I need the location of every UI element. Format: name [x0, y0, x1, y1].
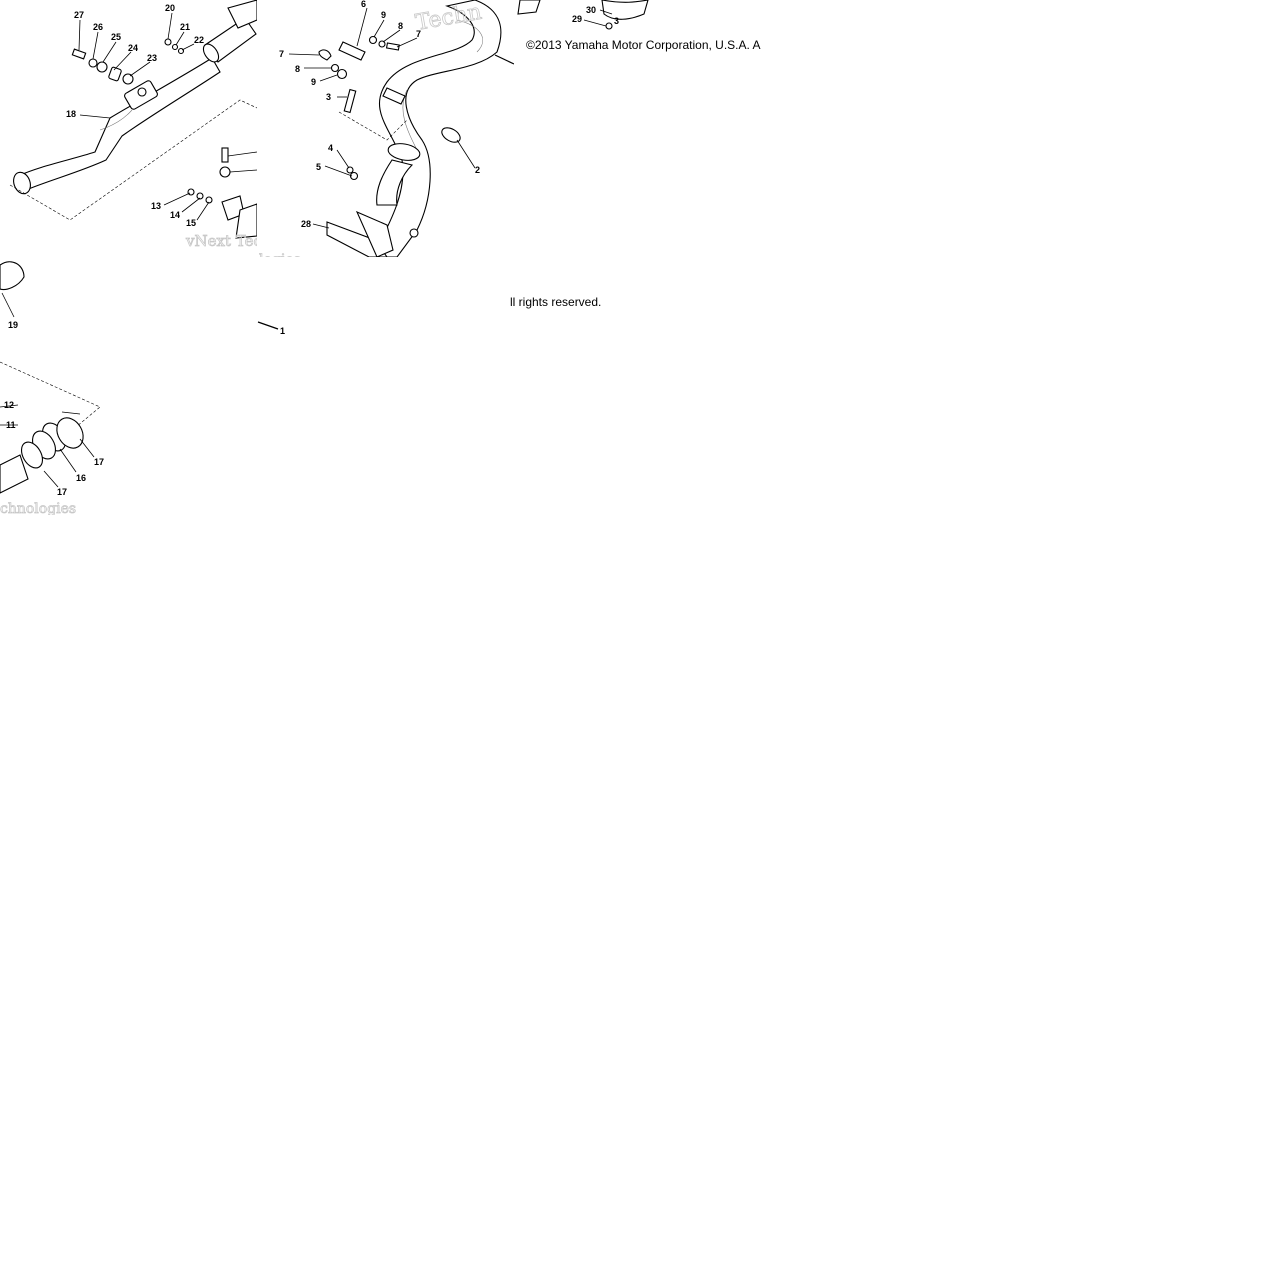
- svg-text:18: 18: [66, 109, 76, 119]
- callout-7: 7: [416, 29, 421, 39]
- exhaust-pipe-body: [326, 0, 502, 257]
- svg-text:30: 30: [586, 5, 596, 15]
- callout-14: 14: [170, 210, 180, 220]
- muffler-hardware: [71, 38, 257, 239]
- exhaust-pipe-leaders: [288, 7, 514, 229]
- callout-26: 26: [93, 22, 103, 32]
- callout-28: 28: [301, 219, 311, 229]
- diagram-tile-guard: 29 30 3: [514, 0, 664, 34]
- diagram-tile-exhaust-pipe: 6 9 8 7 7 8 9 3 4 5 2 28 Techn logies: [257, 0, 514, 257]
- svg-text:1: 1: [280, 326, 285, 336]
- svg-text:29: 29: [572, 14, 582, 24]
- svg-text:5: 5: [316, 162, 321, 172]
- watermark-text-e: logies: [259, 252, 301, 257]
- svg-text:24: 24: [128, 43, 138, 53]
- svg-text:17: 17: [57, 487, 67, 497]
- diagram-tile-muffler: 27 26 25 24 23 20 21 22 18 13 14 15 vNex…: [0, 0, 257, 257]
- callout-31: 3: [614, 16, 619, 26]
- svg-text:8: 8: [295, 64, 300, 74]
- callout-23: 23: [147, 53, 157, 63]
- svg-text:16: 16: [76, 473, 86, 483]
- callout-15: 15: [186, 218, 196, 228]
- watermark-text-b: vNext Tec: [185, 232, 257, 250]
- svg-text:11: 11: [6, 420, 16, 430]
- clamps-parts: [0, 261, 101, 494]
- watermark-text-d: chnologies: [0, 501, 76, 515]
- svg-text:17: 17: [94, 457, 104, 467]
- svg-text:logies: logies: [259, 252, 301, 257]
- svg-text:7: 7: [416, 29, 421, 39]
- exhaust-pipe-drawing: 6 9 8 7 7 8 9 3 4 5 2 28 Techn logies: [259, 0, 514, 257]
- clamps-drawing: 19 12 11 17 16 17 chnologies: [0, 261, 104, 515]
- callout-13: 13: [151, 201, 161, 211]
- callout-2: 2: [475, 165, 480, 175]
- svg-text:14: 14: [170, 210, 180, 220]
- exhaust-pipe-hardware: [318, 35, 400, 80]
- svg-text:4: 4: [328, 143, 333, 153]
- callout-17: 17: [94, 457, 104, 467]
- svg-text:2: 2: [475, 165, 480, 175]
- svg-text:12: 12: [4, 400, 14, 410]
- svg-text:chnologies: chnologies: [0, 501, 76, 515]
- svg-text:3: 3: [326, 92, 331, 102]
- callout-9b: 9: [311, 77, 316, 87]
- callout-19: 19: [8, 320, 18, 330]
- svg-text:26: 26: [93, 22, 103, 32]
- copyright-line-2: ll rights reserved.: [510, 295, 602, 309]
- svg-text:19: 19: [8, 320, 18, 330]
- callout-7b: 7: [279, 49, 284, 59]
- copyright-line-1: ©2013 Yamaha Motor Corporation, U.S.A. A: [526, 38, 761, 52]
- callout-27: 27: [74, 10, 84, 20]
- diagram-tile-part1: 1: [250, 314, 290, 338]
- svg-text:9: 9: [381, 10, 386, 20]
- svg-text:27: 27: [74, 10, 84, 20]
- callout-29: 29: [572, 14, 582, 24]
- diagram-tile-clamps: 19 12 11 17 16 17 chnologies: [0, 257, 110, 515]
- callout-22: 22: [194, 35, 204, 45]
- callout-12: 12: [4, 400, 14, 410]
- svg-text:25: 25: [111, 32, 121, 42]
- svg-text:15: 15: [186, 218, 196, 228]
- svg-text:13: 13: [151, 201, 161, 211]
- watermark-text-a: Techn: [414, 0, 484, 36]
- callout-8: 8: [398, 21, 403, 31]
- callout-1: 1: [280, 326, 285, 336]
- part1-leader: 1: [257, 321, 285, 336]
- callout-17b: 17: [57, 487, 67, 497]
- muffler-leaders: [9, 12, 257, 221]
- callout-21: 21: [180, 22, 190, 32]
- svg-text:28: 28: [301, 219, 311, 229]
- svg-text:vNext Tec: vNext Tec: [185, 232, 257, 250]
- svg-text:3: 3: [614, 16, 619, 26]
- callout-18: 18: [66, 109, 76, 119]
- svg-text:23: 23: [147, 53, 157, 63]
- svg-text:20: 20: [165, 3, 175, 13]
- callout-24: 24: [128, 43, 138, 53]
- callout-20: 20: [165, 3, 175, 13]
- svg-text:21: 21: [180, 22, 190, 32]
- callout-8b: 8: [295, 64, 300, 74]
- callout-16: 16: [76, 473, 86, 483]
- muffler-body: [13, 0, 257, 195]
- svg-text:7: 7: [279, 49, 284, 59]
- callout-11: 11: [6, 420, 16, 430]
- muffler-drawing: 27 26 25 24 23 20 21 22 18 13 14 15 vNex…: [9, 0, 257, 250]
- callout-30: 30: [586, 5, 596, 15]
- svg-text:22: 22: [194, 35, 204, 45]
- callout-5: 5: [316, 162, 321, 172]
- svg-text:8: 8: [398, 21, 403, 31]
- callout-4: 4: [328, 143, 333, 153]
- callout-25: 25: [111, 32, 121, 42]
- callout-3: 3: [326, 92, 331, 102]
- svg-text:6: 6: [361, 0, 366, 9]
- svg-text:Techn: Techn: [414, 0, 484, 36]
- guard-drawing: 29 30 3: [517, 0, 649, 30]
- svg-text:9: 9: [311, 77, 316, 87]
- callout-9: 9: [381, 10, 386, 20]
- callout-6: 6: [361, 0, 366, 9]
